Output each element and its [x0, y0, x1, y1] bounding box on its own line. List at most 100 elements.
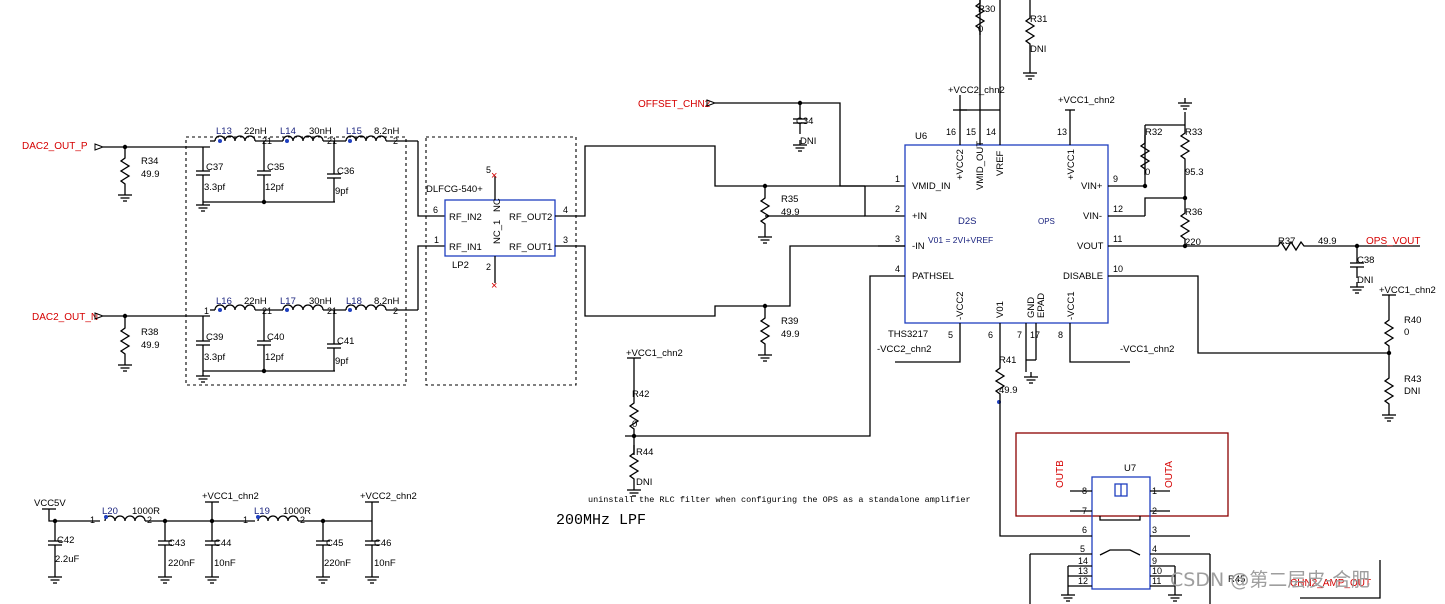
- svg-text:NC_1: NC_1: [492, 220, 503, 244]
- r38-val: 49.9: [141, 340, 160, 351]
- svg-text:2: 2: [486, 262, 491, 272]
- feedback-network: R33 95.3 R32 0 R36 220 R37 49.9 OPS_VOUT…: [1108, 97, 1420, 294]
- l13-ref: L13: [216, 126, 232, 137]
- svg-text:220nF: 220nF: [324, 558, 351, 569]
- svg-text:4: 4: [563, 205, 568, 215]
- c40-val: 12pf: [265, 352, 284, 363]
- svg-text:7: 7: [1017, 330, 1022, 340]
- svg-text:R33: R33: [1185, 127, 1202, 138]
- svg-text:14: 14: [1078, 556, 1088, 566]
- svg-text:17: 17: [1030, 330, 1040, 340]
- lpf-section: DAC2_OUT_P R34 49.9 C37 3.3pf L13 22nH L…: [22, 126, 445, 386]
- svg-text:3: 3: [895, 234, 900, 244]
- svg-text:RF_IN1: RF_IN1: [449, 242, 482, 253]
- svg-text:5: 5: [1080, 544, 1085, 554]
- svg-text:220nF: 220nF: [168, 558, 195, 569]
- svg-text:R44: R44: [636, 447, 653, 458]
- svg-text:RF_IN2: RF_IN2: [449, 212, 482, 223]
- svg-text:6: 6: [988, 330, 993, 340]
- offset-net: OFFSET_CHN2 C34 DNI: [638, 99, 905, 187]
- r30-r31: R30 0 R31 DNI: [975, 0, 1047, 80]
- svg-text:49.9: 49.9: [1318, 236, 1337, 247]
- svg-text:0: 0: [1404, 327, 1409, 338]
- disable-network: +VCC1_chn2 R40 0 R43 DNI: [1108, 275, 1436, 422]
- svg-text:21: 21: [327, 136, 337, 146]
- svg-text:1: 1: [90, 515, 95, 525]
- svg-text:11: 11: [1113, 234, 1122, 244]
- svg-text:×: ×: [491, 280, 497, 292]
- l16-ref: L16: [216, 296, 232, 307]
- r34-ref: R34: [141, 156, 158, 167]
- c41-val: 9pf: [335, 356, 349, 367]
- svg-text:NC: NC: [492, 198, 503, 212]
- svg-text:V01 = 2VI+VREF: V01 = 2VI+VREF: [928, 235, 993, 245]
- svg-text:C45: C45: [326, 538, 343, 549]
- svg-text:VMID_IN: VMID_IN: [912, 181, 951, 192]
- svg-text:21: 21: [262, 306, 272, 316]
- svg-text:V01: V01: [995, 301, 1006, 318]
- lpf-dashed-box: [185, 136, 407, 386]
- svg-text:PATHSEL: PATHSEL: [912, 271, 954, 282]
- svg-text:U7: U7: [1124, 463, 1136, 474]
- svg-text:12: 12: [1078, 576, 1088, 586]
- svg-text:-VCC2: -VCC2: [955, 291, 966, 320]
- c36-ref: C36: [337, 166, 354, 177]
- svg-text:OFFSET_CHN2: OFFSET_CHN2: [638, 99, 711, 110]
- svg-text:10nF: 10nF: [374, 558, 396, 569]
- svg-text:R35: R35: [781, 194, 798, 205]
- l15-val: 8.2nH: [374, 126, 399, 137]
- svg-text:13: 13: [1078, 566, 1088, 576]
- svg-text:L19: L19: [254, 506, 270, 517]
- pathsel-network: +VCC1_chn2 R42 0 R44 DNI: [626, 348, 683, 497]
- c35-val: 12pf: [265, 182, 284, 193]
- svg-text:0: 0: [632, 419, 637, 430]
- svg-text:1: 1: [434, 235, 439, 245]
- svg-text:R36: R36: [1185, 207, 1202, 218]
- svg-text:3: 3: [563, 235, 568, 245]
- svg-text:-VCC1: -VCC1: [1066, 291, 1077, 320]
- l14-ref: L14: [280, 126, 296, 137]
- balun-lp2: DLFCG-540+ LP2 RF_IN2 RF_IN1 RF_OUT2 RF_…: [425, 136, 905, 386]
- svg-text:+VCC1_chn2: +VCC1_chn2: [202, 491, 259, 502]
- svg-text:2: 2: [300, 515, 305, 525]
- svg-text:9: 9: [1152, 556, 1157, 566]
- svg-text:2: 2: [147, 515, 152, 525]
- l13-val: 22nH: [244, 126, 267, 137]
- svg-text:9: 9: [1113, 174, 1118, 184]
- svg-text:C44: C44: [214, 538, 231, 549]
- svg-text:49.9: 49.9: [781, 207, 800, 218]
- svg-text:L20: L20: [102, 506, 118, 517]
- l15-ref: L15: [346, 126, 362, 137]
- r41: R41 49.9: [995, 355, 1070, 537]
- svg-text:16: 16: [946, 127, 956, 137]
- svg-text:OUTB: OUTB: [1055, 460, 1066, 488]
- svg-text:8: 8: [1058, 330, 1063, 340]
- svg-text:21: 21: [327, 306, 337, 316]
- svg-text:1: 1: [243, 515, 248, 525]
- svg-text:3: 3: [1152, 525, 1157, 535]
- svg-text:10nF: 10nF: [214, 558, 236, 569]
- svg-text:+VCC1: +VCC1: [1066, 149, 1077, 180]
- svg-text:5: 5: [486, 165, 491, 175]
- svg-text:1000R: 1000R: [132, 506, 160, 517]
- supply-filter: VCC5V C42 2.2uF 1 L20 1000R 2 C43 220nF …: [34, 491, 417, 584]
- svg-text:14: 14: [986, 127, 996, 137]
- net-dac2-out-n: DAC2_OUT_N: [32, 312, 98, 323]
- l17-ref: L17: [280, 296, 296, 307]
- svg-text:OUTA: OUTA: [1164, 461, 1175, 488]
- svg-text:-VCC1_chn2: -VCC1_chn2: [1120, 344, 1174, 355]
- svg-text:10: 10: [1152, 566, 1162, 576]
- svg-text:2.2uF: 2.2uF: [55, 554, 79, 565]
- svg-text:C38: C38: [1357, 255, 1374, 266]
- svg-text:R45: R45: [1228, 574, 1245, 585]
- svg-text:OPS: OPS: [1038, 217, 1055, 226]
- svg-text:CHN2_AMP_OUT: CHN2_AMP_OUT: [1290, 578, 1371, 589]
- svg-text:13: 13: [1057, 127, 1067, 137]
- svg-text:R30: R30: [978, 4, 995, 15]
- svg-text:1: 1: [204, 306, 209, 316]
- svg-text:EPAD: EPAD: [1036, 293, 1047, 318]
- svg-text:4: 4: [1152, 544, 1157, 554]
- svg-text:VREF: VREF: [995, 150, 1006, 176]
